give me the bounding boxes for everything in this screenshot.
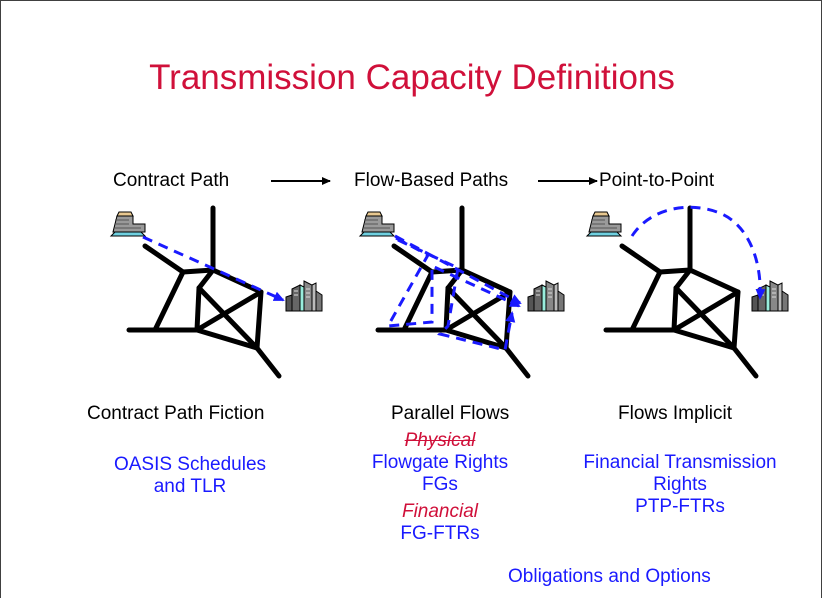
physical-label: Physical xyxy=(404,430,476,451)
stage-point-to-point: Point-to-Point xyxy=(599,170,715,191)
contract-path-flow xyxy=(142,235,285,302)
stage-flow-based-paths: Flow-Based Paths xyxy=(354,170,509,191)
power-plant-icon xyxy=(359,211,395,237)
ftr-line-1: Financial Transmission xyxy=(583,452,777,473)
caption-contract-path-fiction: Contract Path Fiction xyxy=(87,403,265,424)
obligations-options: Obligations and Options xyxy=(508,566,711,587)
oasis-line-1: OASIS Schedules xyxy=(113,454,267,475)
parallel-flows xyxy=(385,234,522,352)
oasis-line-2: and TLR xyxy=(153,476,227,497)
fg-ftrs-label: FG-FTRs xyxy=(400,523,480,544)
ftr-line-3: PTP-FTRs xyxy=(635,496,725,517)
flowgate-rights: Flowgate Rights xyxy=(371,452,509,473)
city-buildings-icon xyxy=(527,280,565,312)
slide-title: Transmission Capacity Definitions xyxy=(149,58,675,97)
city-buildings-icon xyxy=(751,280,789,312)
power-plant-icon xyxy=(110,211,146,237)
caption-flows-implicit: Flows Implicit xyxy=(618,403,733,424)
power-plant-icon xyxy=(586,211,622,237)
network-graph-1 xyxy=(129,208,279,376)
financial-label: Financial xyxy=(401,501,479,522)
point-to-point-flow xyxy=(630,205,766,300)
city-buildings-icon xyxy=(285,280,323,312)
network-graph-3 xyxy=(606,208,756,376)
stage-contract-path: Contract Path xyxy=(113,170,230,191)
ftr-line-2: Rights xyxy=(653,474,707,495)
fgs-label: FGs xyxy=(422,474,458,495)
caption-parallel-flows: Parallel Flows xyxy=(391,403,510,424)
